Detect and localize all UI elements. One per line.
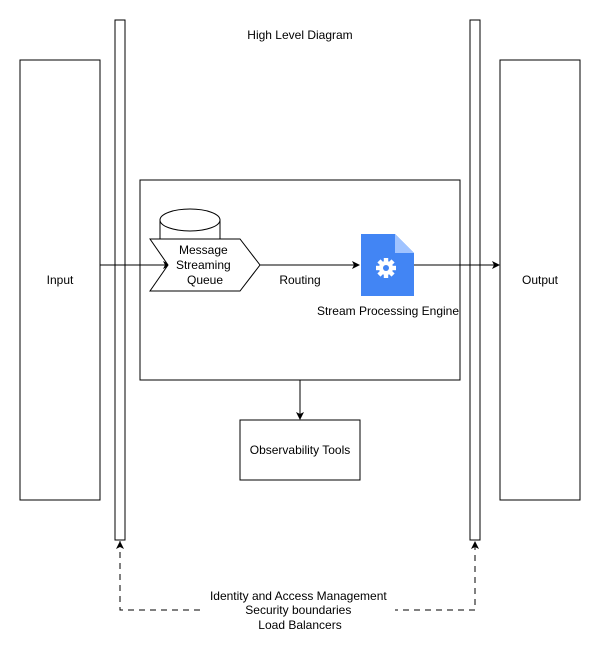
right-dashed-arrowhead: [471, 541, 479, 549]
queue-label-line-1: Message: [179, 243, 228, 257]
stream-processing-engine[interactable]: [361, 234, 414, 296]
left-dashed-arrowhead: [116, 541, 124, 549]
queue-label-line-2: Streaming: [176, 258, 231, 272]
footer-label-background: [205, 588, 395, 632]
input-label: Input: [47, 273, 74, 287]
right-boundary-bar: [469, 19, 481, 541]
observability-label: Observability Tools: [250, 443, 351, 457]
engine-label: Stream Processing Engine: [317, 304, 459, 318]
queue-step-shape: [149, 238, 261, 292]
diagram-title: High Level Diagram: [247, 28, 352, 42]
routing-label: Routing: [279, 273, 320, 287]
footer-line-iam: Identity and Access Management: [210, 589, 387, 603]
queue-label-line-3: Queue: [187, 273, 223, 287]
message-queue[interactable]: Message Streaming Queue: [149, 208, 261, 292]
queue-label: Message Streaming Queue: [176, 243, 234, 287]
observability-box[interactable]: [239, 419, 361, 481]
output-box[interactable]: [499, 59, 581, 501]
output-label: Output: [522, 273, 559, 287]
input-box[interactable]: [19, 59, 101, 501]
footer-line-security: Security boundaries: [245, 603, 351, 617]
queue-cylinder-top: [159, 208, 221, 232]
footer-line-load-balancers: Load Balancers: [258, 618, 341, 632]
engine-document-fold: [395, 234, 414, 253]
footer-label: Identity and Access Management Security …: [210, 589, 390, 632]
gear-icon: [376, 258, 396, 278]
left-boundary-bar: [114, 19, 126, 541]
